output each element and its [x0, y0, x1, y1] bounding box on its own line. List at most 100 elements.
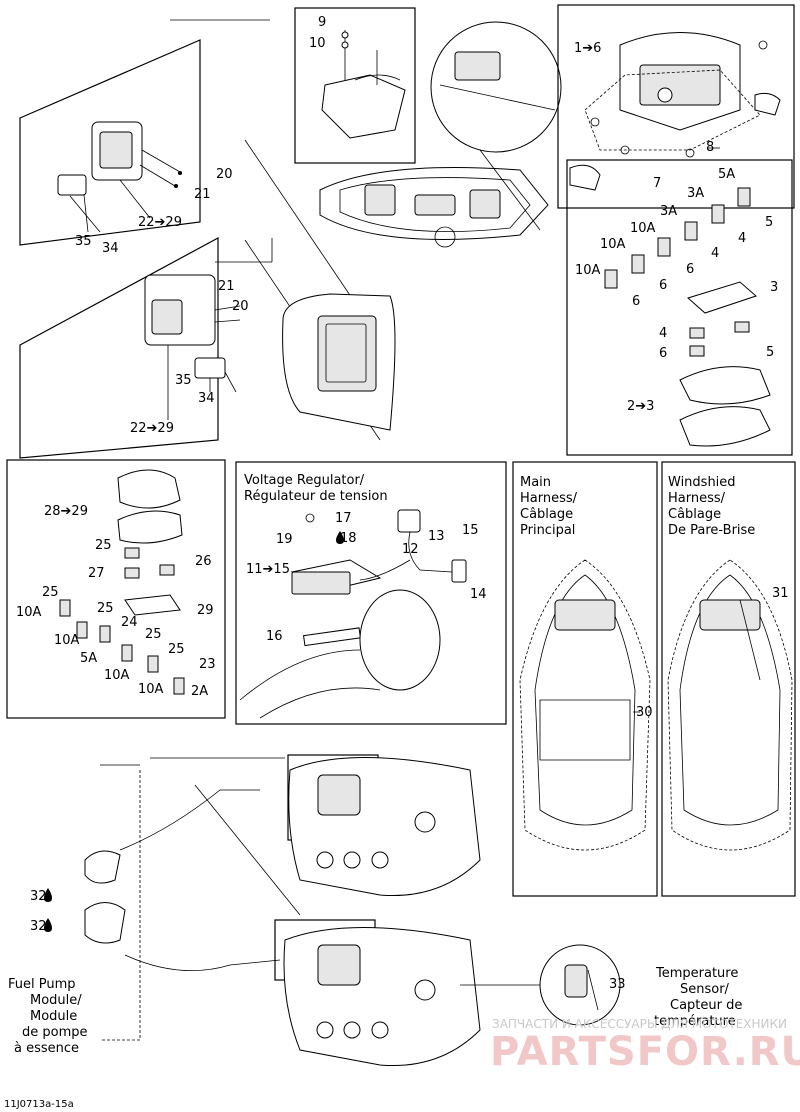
callout-10A-left-a: 10A	[16, 605, 42, 620]
callout-8: 8	[706, 140, 714, 155]
callout-25-c: 25	[97, 601, 114, 616]
callout-10A-right-c: 10A	[575, 263, 601, 278]
callout-17: 17	[335, 511, 352, 526]
callout-25-b: 25	[42, 585, 59, 600]
fuses-detail-right	[566, 159, 793, 456]
callout-7: 7	[653, 176, 661, 191]
fuel-pump-label-2: Module/	[30, 993, 82, 1008]
main-harness-label-3: Câblage	[520, 507, 573, 522]
engine-lower	[274, 919, 481, 1067]
magnifier-circle	[430, 21, 562, 231]
callout-9: 9	[318, 15, 326, 30]
callout-15: 15	[462, 523, 479, 538]
callout-6-right-d: 6	[659, 346, 667, 361]
callout-5A-left: 5A	[80, 651, 97, 666]
hull-top-view	[319, 167, 549, 248]
temperature-sensor-label-4: température	[654, 1014, 736, 1029]
temperature-sensor-label-2: Sensor/	[680, 982, 730, 997]
temperature-sensor-label-3: Capteur de	[670, 998, 742, 1013]
callout-30: 30	[636, 705, 653, 720]
watermark-subtitle: ЗАПЧАСТИ И АКСЕССУАРЫ ДЛЯ МОТОТЕХНИКИ	[492, 1017, 787, 1031]
callout-4-right-a: 4	[738, 231, 746, 246]
main-harness-label-2: Harness/	[520, 491, 578, 506]
callout-2A: 2A	[191, 684, 208, 699]
callout-10A-right-a: 10A	[630, 221, 656, 236]
callout-25-a: 25	[95, 538, 112, 553]
callout-33: 33	[609, 977, 626, 992]
fuse-cover	[679, 366, 771, 405]
main-harness-label-1: Main	[520, 475, 551, 490]
relay-lower	[194, 357, 226, 379]
callout-10A-left-b: 10A	[54, 633, 80, 648]
callout-24: 24	[121, 615, 138, 630]
callout-10: 10	[309, 36, 326, 51]
callout-3A-right-b: 3A	[660, 204, 677, 219]
console-closeup	[282, 293, 396, 431]
voltage-regulator-label-en: Voltage Regulator/	[244, 473, 365, 488]
callout-34-lower: 34	[198, 391, 215, 406]
callout-26: 26	[195, 554, 212, 569]
fuel-pump-label-5: à essence	[14, 1041, 79, 1056]
callout-25-e: 25	[168, 642, 185, 657]
mounting-panel-lower	[19, 236, 273, 459]
callout-2-3: 2➔3	[627, 399, 654, 414]
loctite-drop-icon-a	[44, 888, 52, 902]
callout-18: 18	[340, 531, 357, 546]
callout-10A-left-d: 10A	[138, 682, 164, 697]
callout-16: 16	[266, 629, 283, 644]
callout-14: 14	[470, 587, 487, 602]
relay-upper	[57, 174, 87, 196]
callout-32-b: 32	[30, 919, 47, 934]
main-harness-detail	[512, 461, 658, 897]
callout-5A-right: 5A	[718, 167, 735, 182]
callout-3-right: 3	[770, 280, 778, 295]
watermark-logo: PARTSFOR.RU	[490, 1029, 800, 1075]
callout-35-upper: 35	[75, 234, 92, 249]
main-harness-label-4: Principal	[520, 523, 575, 538]
callout-29: 29	[197, 603, 214, 618]
callout-20-lower: 20	[232, 299, 249, 314]
callout-23: 23	[199, 657, 216, 672]
engine-upper	[287, 754, 481, 897]
fuse-box-assembly	[557, 4, 795, 209]
mounting-panel-upper	[19, 39, 201, 246]
callout-10A-left-c: 10A	[104, 668, 130, 683]
callout-34-upper: 34	[102, 241, 119, 256]
fuses-detail-left	[6, 459, 226, 719]
callout-31: 31	[772, 586, 789, 601]
temperature-sensor-label-1: Temperature	[655, 966, 738, 981]
callout-25-d: 25	[145, 627, 162, 642]
callout-12: 12	[402, 542, 419, 557]
callout-5-right-b: 5	[766, 345, 774, 360]
windshield-harness-label-2: Harness/	[668, 491, 726, 506]
callout-10A-right-b: 10A	[600, 237, 626, 252]
windshield-harness-label-3: Câblage	[668, 507, 721, 522]
callout-5-right: 5	[765, 215, 773, 230]
fuel-pump-harness	[84, 757, 301, 1041]
callout-21-upper: 21	[194, 187, 211, 202]
fuse-puller	[687, 281, 757, 314]
windshield-harness-label-4: De Pare-Brise	[668, 523, 755, 538]
callout-21-lower: 21	[218, 279, 235, 294]
callout-19: 19	[276, 532, 293, 547]
windshield-harness-detail	[661, 461, 796, 897]
callout-27: 27	[88, 566, 105, 581]
connector-detail	[294, 7, 416, 164]
voltage-regulator-detail	[235, 461, 507, 725]
callout-1-6: 1➔6	[574, 41, 601, 56]
callout-11-15: 11➔15	[246, 562, 290, 577]
fuel-pump-label-1: Fuel Pump	[8, 977, 76, 992]
loctite-drop-icon-c	[336, 531, 344, 544]
fuel-pump-label-4: de pompe	[22, 1025, 88, 1040]
callout-4-right-c: 4	[659, 326, 667, 341]
callout-22-29-upper: 22➔29	[138, 215, 182, 230]
windshield-harness-label-1: Windshied	[668, 475, 736, 490]
callout-32-a: 32	[30, 889, 47, 904]
callout-28-29: 28➔29	[44, 504, 88, 519]
callout-3A-right-a: 3A	[687, 186, 704, 201]
callout-4-right-b: 4	[711, 246, 719, 261]
callout-22-29-lower: 22➔29	[130, 421, 174, 436]
callout-35-lower: 35	[175, 373, 192, 388]
fuel-pump-label-3: Module	[30, 1009, 77, 1024]
